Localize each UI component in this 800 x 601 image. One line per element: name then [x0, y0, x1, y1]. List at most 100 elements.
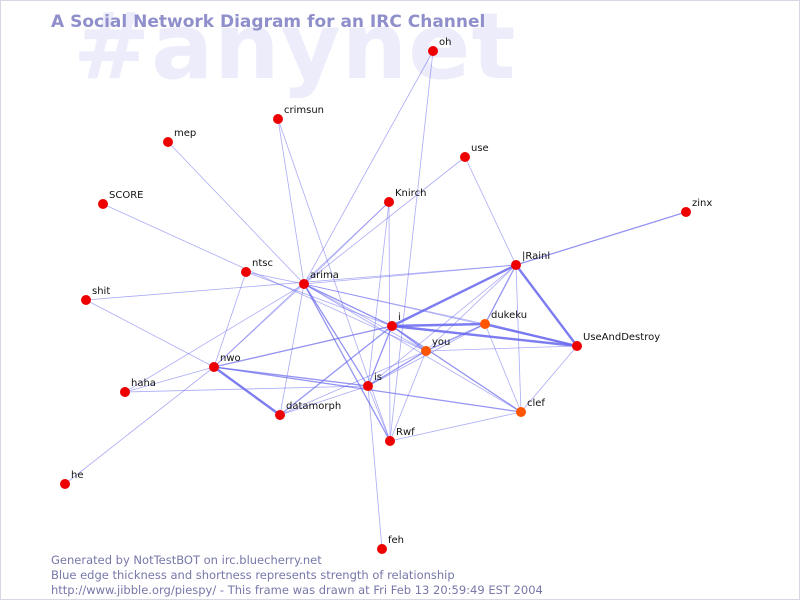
edge-ntsc-nwo [213, 271, 247, 368]
node-you: you [421, 337, 450, 356]
edge-oh-arima [303, 50, 434, 285]
edge-rainl-useanddestroy [515, 264, 578, 347]
node-dot-shit [81, 295, 91, 305]
edge-clef-rwf [389, 411, 522, 442]
node-dot-score [98, 199, 108, 209]
edge-i-nwo [213, 325, 393, 368]
node-mep: mep [163, 128, 196, 147]
edge-i-datamorph [279, 325, 393, 416]
node-knirch: Knirch [384, 188, 426, 207]
node-dot-mep [163, 137, 173, 147]
node-is: is [363, 372, 382, 391]
node-dot-zinx [681, 207, 691, 217]
edge-i-useanddestroy [391, 324, 578, 348]
footer-timestamp-line: http://www.jibble.org/piespy/ - This fra… [51, 583, 543, 597]
node-oh: oh [428, 37, 451, 56]
edge-oh-rwf [389, 50, 434, 442]
node-rainl: |Rainl [511, 251, 550, 270]
edge-i-is [367, 325, 393, 387]
edge-ntsc-i [245, 271, 393, 327]
node-dukeku: dukeku [480, 310, 527, 329]
edge-dukeku-clef [484, 323, 522, 413]
node-dot-ntsc [241, 267, 251, 277]
edge-layer [64, 50, 687, 550]
node-label-arima: arima [310, 270, 339, 281]
edge-arima-i [303, 283, 393, 327]
node-i: i [387, 312, 401, 331]
footer-legend-line: Blue edge thickness and shortness repres… [51, 568, 455, 582]
node-dot-dukeku [480, 319, 490, 329]
edge-i-dukeku [391, 322, 486, 328]
node-crimsun: crimsun [273, 105, 324, 124]
edge-arima-haha [124, 283, 305, 393]
edge-knirch-is [367, 201, 390, 387]
node-label-useanddestroy: UseAndDestroy [583, 332, 660, 343]
edge-haha-is [124, 385, 369, 393]
node-dot-haha [120, 387, 130, 397]
node-nwo: nwo [209, 353, 241, 372]
edge-is-feh [367, 385, 383, 550]
edge-arima-nwo [213, 283, 305, 368]
edge-dukeku-you [425, 323, 486, 352]
node-arima: arima [299, 270, 339, 289]
node-dot-useanddestroy [572, 341, 582, 351]
node-clef: clef [516, 398, 545, 417]
node-dot-oh [428, 46, 438, 56]
node-rwf: Rwf [385, 427, 415, 446]
node-he: he [60, 470, 84, 489]
node-label-is: is [374, 372, 382, 383]
node-label-ntsc: ntsc [252, 258, 273, 269]
node-dot-is [363, 381, 373, 391]
node-dot-nwo [209, 362, 219, 372]
node-dot-knirch [384, 197, 394, 207]
edge-you-useanddestroy [425, 345, 578, 352]
edge-knirch-rwf [388, 201, 391, 442]
node-dot-feh [377, 544, 387, 554]
node-label-clef: clef [527, 398, 545, 409]
node-dot-arima [299, 279, 309, 289]
edge-nwo-he [64, 366, 215, 485]
footer-generator-line: Generated by NotTestBOT on irc.bluecherr… [51, 553, 322, 567]
edge-use-rainl [464, 156, 517, 266]
node-label-haha: haha [131, 378, 156, 389]
node-label-datamorph: datamorph [286, 401, 341, 412]
node-feh: feh [377, 535, 404, 554]
edge-rainl-i [391, 263, 517, 328]
edge-shit-nwo [85, 299, 215, 368]
node-dot-rainl [511, 260, 521, 270]
node-dot-you [421, 346, 431, 356]
node-label-rainl: |Rainl [522, 251, 550, 262]
edge-nwo-haha [124, 366, 215, 393]
edge-score-you [102, 203, 427, 352]
node-dot-datamorph [275, 410, 285, 420]
node-label-zinx: zinx [692, 198, 712, 209]
edge-i-clef [391, 325, 522, 413]
node-dot-rwf [385, 436, 395, 446]
edge-useanddestroy-clef [520, 345, 578, 413]
edge-rainl-you [425, 264, 517, 352]
node-dot-i [387, 321, 397, 331]
edge-use-arima [303, 156, 466, 285]
edge-zinx-rainl [515, 211, 687, 266]
edge-arima-clef [303, 283, 522, 413]
node-label-shit: shit [92, 286, 110, 297]
node-dot-he [60, 479, 70, 489]
node-dot-crimsun [273, 114, 283, 124]
node-label-dukeku: dukeku [491, 310, 527, 321]
edge-is-datamorph [279, 385, 369, 416]
edge-arima-is [303, 283, 369, 387]
node-label-you: you [432, 337, 450, 348]
node-dot-use [460, 152, 470, 162]
channel-watermark: #anynet [73, 0, 517, 100]
node-label-score: SCORE [109, 190, 143, 201]
edge-ntsc-arima [245, 271, 305, 285]
node-label-i: i [398, 312, 401, 323]
node-dot-clef [516, 407, 526, 417]
node-ntsc: ntsc [241, 258, 273, 277]
edge-you-is [367, 350, 427, 387]
edge-arima-you [303, 283, 427, 352]
node-datamorph: datamorph [275, 401, 341, 420]
